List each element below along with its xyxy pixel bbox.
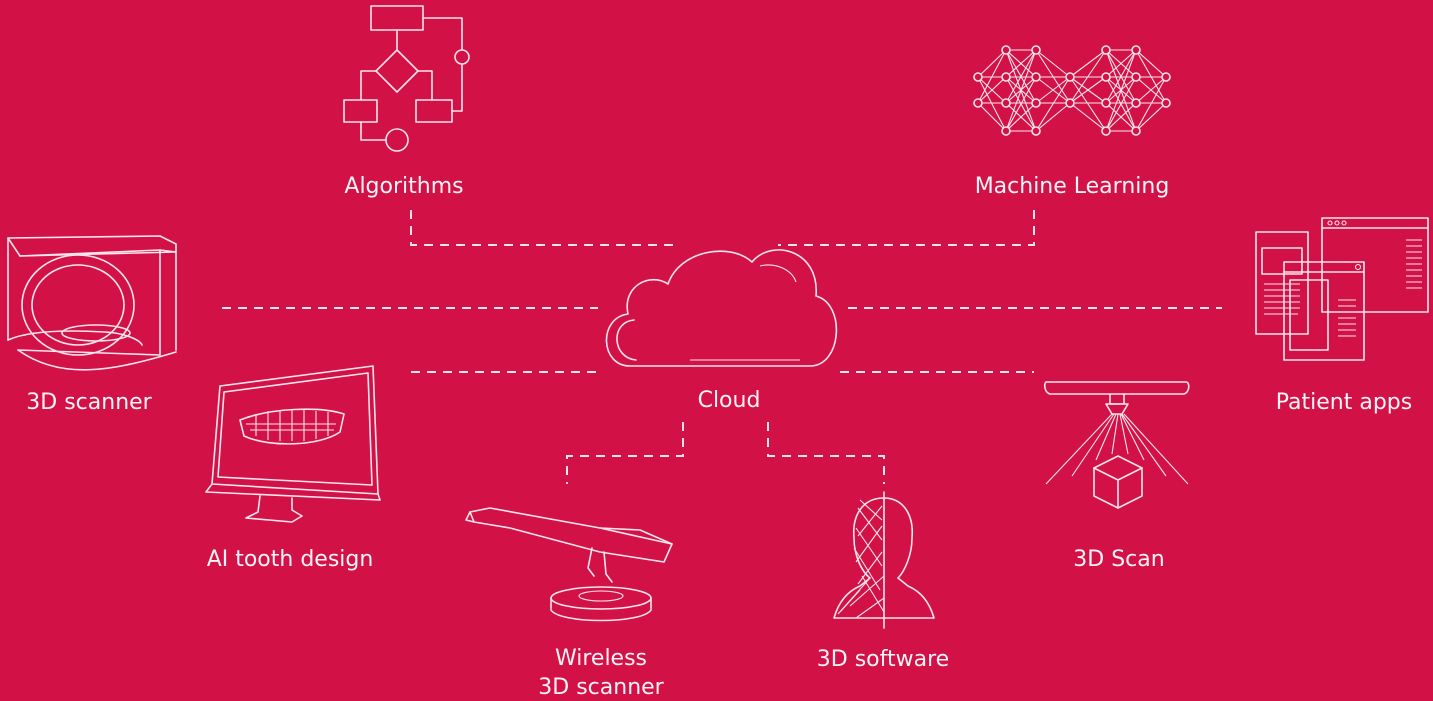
connector-machine-learning	[778, 210, 1035, 246]
3d-scan-label: 3D Scan	[1073, 547, 1164, 572]
connector-3d-software	[767, 422, 885, 484]
ai-tooth-design-label: AI tooth design	[207, 547, 374, 572]
flowchart-icon	[343, 5, 470, 152]
monitor-teeth-icon	[205, 365, 381, 523]
desktop-3d-scanner-icon	[7, 235, 177, 371]
connector-algorithms	[410, 210, 680, 246]
machine-learning-label: Machine Learning	[975, 174, 1170, 199]
neural-network-icon	[973, 45, 1171, 136]
patient-apps-label: Patient apps	[1276, 390, 1412, 415]
wireless-scanner-label-line2: 3D scanner	[538, 675, 664, 700]
cloud-label: Cloud	[698, 388, 761, 413]
algorithms-label: Algorithms	[344, 174, 463, 199]
3d-software-label: 3D software	[817, 647, 949, 672]
cloud-icon	[605, 249, 838, 367]
connector-wireless-scanner	[566, 422, 684, 484]
3d-scanner-label: 3D scanner	[26, 390, 152, 415]
wireframe-head-icon	[833, 491, 935, 629]
wireless-scanner-label-line1: Wireless	[555, 646, 647, 671]
app-windows-icon	[1255, 217, 1429, 361]
connectors	[222, 210, 1222, 484]
scanning-cube-icon	[1044, 381, 1190, 509]
intraoral-scanner-icon	[465, 507, 673, 622]
